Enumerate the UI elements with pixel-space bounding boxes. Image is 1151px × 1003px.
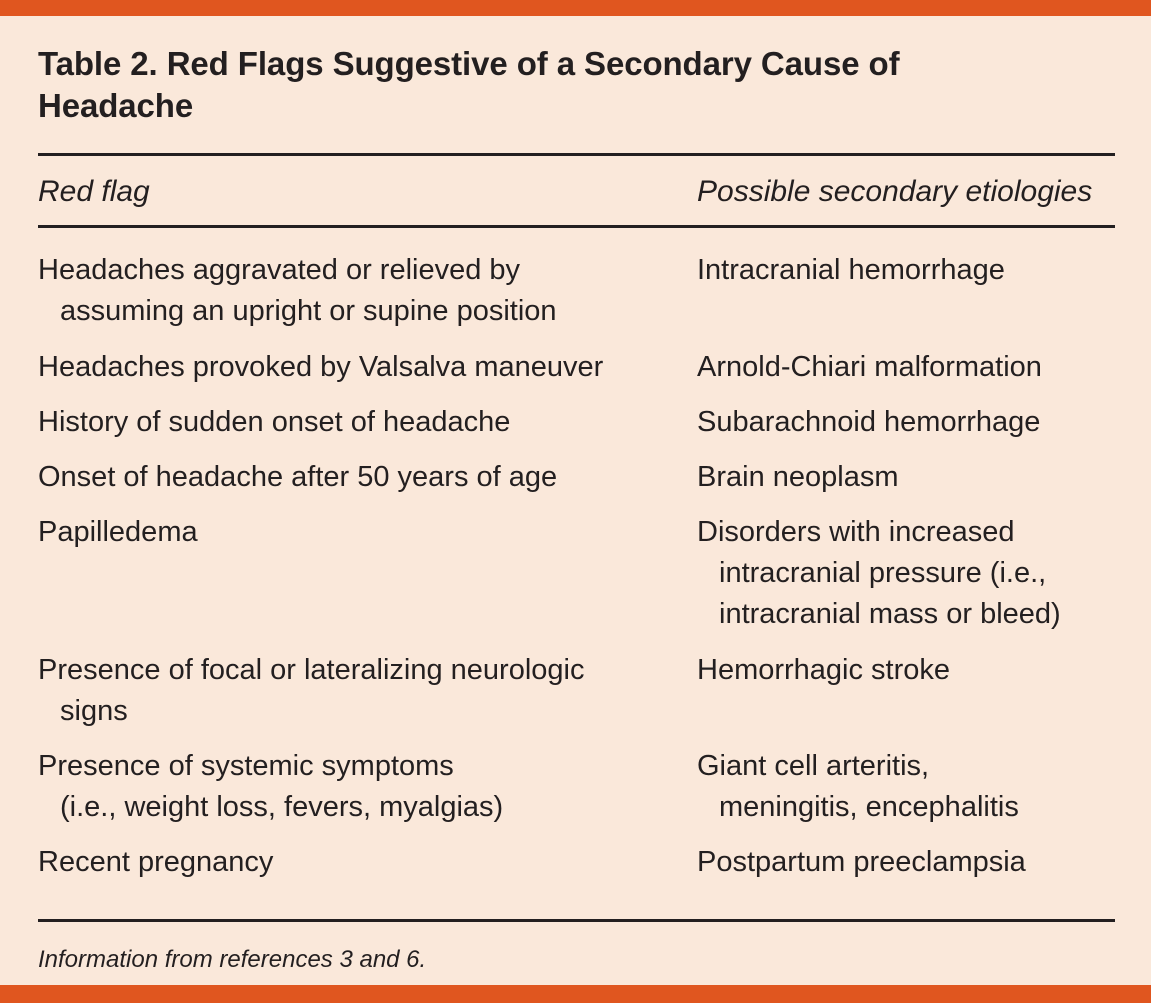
cell-etiology: Arnold-Chiari malformation — [697, 347, 1115, 388]
table-row: Presence of systemic symptoms (i.e., wei… — [38, 746, 1115, 828]
cell-etiology: Hemorrhagic stroke — [697, 650, 1115, 691]
etiology-text: Disorders with increased intracranial pr… — [697, 516, 1061, 631]
red-flag-text: Headaches aggravated or relieved by assu… — [38, 254, 557, 328]
rule-above-footnote — [38, 919, 1115, 923]
cell-etiology: Intracranial hemorrhage — [697, 250, 1115, 291]
etiology-text: Postpartum preeclampsia — [697, 846, 1026, 879]
header-cell-red-flag: Red flag — [38, 174, 697, 210]
cell-etiology: Giant cell arteritis, meningitis, enceph… — [697, 746, 1115, 828]
etiology-text: Giant cell arteritis, meningitis, enceph… — [697, 749, 1019, 824]
etiology-text: Subarachnoid hemorrhage — [697, 405, 1041, 438]
table-row: Papilledema Disorders with increased int… — [38, 512, 1115, 636]
red-flag-text: Recent pregnancy — [38, 846, 274, 879]
table-content: Table 2. Red Flags Suggestive of a Secon… — [38, 16, 1115, 976]
table-header-row: Red flag Possible secondary etiologies — [38, 156, 1115, 225]
footer-spacer — [38, 897, 1115, 919]
red-flag-text: Papilledema — [38, 516, 198, 549]
cell-etiology: Brain neoplasm — [697, 457, 1115, 498]
table-body: Headaches aggravated or relieved by assu… — [38, 228, 1115, 883]
cell-red-flag: Presence of focal or lateralizing neurol… — [38, 650, 697, 732]
cell-red-flag: Presence of systemic symptoms (i.e., wei… — [38, 746, 697, 828]
red-flag-text: Presence of focal or lateralizing neurol… — [38, 653, 585, 727]
etiology-text: Intracranial hemorrhage — [697, 254, 1005, 287]
red-flag-text: Headaches provoked by Valsalva maneuver — [38, 350, 604, 383]
cell-etiology: Disorders with increased intracranial pr… — [697, 512, 1115, 636]
cell-etiology: Postpartum preeclampsia — [697, 842, 1115, 883]
table-title: Table 2. Red Flags Suggestive of a Secon… — [38, 45, 900, 124]
header-cell-etiologies: Possible secondary etiologies — [697, 174, 1115, 210]
cell-red-flag: Onset of headache after 50 years of age — [38, 457, 697, 498]
cell-red-flag: Recent pregnancy — [38, 842, 697, 883]
table-footnote: Information from references 3 and 6. — [38, 946, 427, 974]
etiology-text: Hemorrhagic stroke — [697, 653, 951, 686]
rule-below-header — [38, 225, 1115, 229]
table-row: Headaches aggravated or relieved by assu… — [38, 250, 1115, 332]
cell-red-flag: History of sudden onset of headache — [38, 402, 697, 443]
table-row: Headaches provoked by Valsalva maneuver … — [38, 347, 1115, 388]
header-label-etiologies: Possible secondary etiologies — [697, 175, 1093, 209]
accent-bar-bottom — [0, 985, 1151, 1003]
etiology-text: Brain neoplasm — [697, 460, 899, 493]
red-flag-text: Presence of systemic symptoms (i.e., wei… — [38, 749, 504, 824]
red-flag-text: History of sudden onset of headache — [38, 405, 511, 438]
table-row: History of sudden onset of headache Suba… — [38, 402, 1115, 443]
cell-red-flag: Headaches aggravated or relieved by assu… — [38, 250, 697, 332]
rule-above-header — [38, 153, 1115, 157]
table-row: Onset of headache after 50 years of age … — [38, 457, 1115, 498]
table-row: Presence of focal or lateralizing neurol… — [38, 650, 1115, 732]
cell-red-flag: Headaches provoked by Valsalva maneuver — [38, 347, 697, 388]
header-label-red-flag: Red flag — [38, 175, 150, 209]
accent-bar-top — [0, 0, 1151, 16]
cell-etiology: Subarachnoid hemorrhage — [697, 402, 1115, 443]
red-flag-text: Onset of headache after 50 years of age — [38, 460, 558, 493]
table-row: Recent pregnancy Postpartum preeclampsia — [38, 842, 1115, 883]
cell-red-flag: Papilledema — [38, 512, 697, 553]
etiology-text: Arnold-Chiari malformation — [697, 350, 1042, 383]
